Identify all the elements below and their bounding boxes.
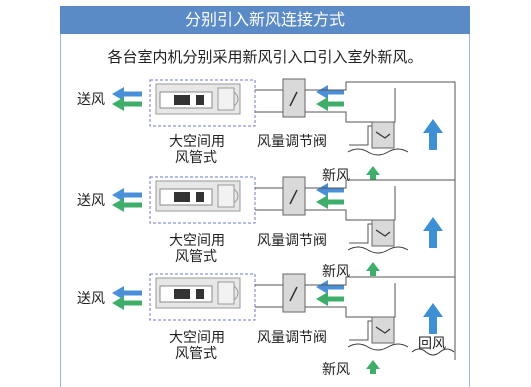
supply-air-label: 送风 bbox=[77, 291, 105, 307]
row-1: 送风 大空间用 风管式 风量调节阀 bbox=[77, 78, 456, 360]
supply-arrow-green bbox=[112, 97, 142, 111]
unit-name-line1: 大空间用 bbox=[169, 330, 225, 346]
fresh-air-arrow bbox=[366, 360, 380, 374]
fresh-air-label: 新风 bbox=[322, 168, 350, 184]
fresh-air-label: 新风 bbox=[322, 362, 350, 378]
unit-name-line2: 风管式 bbox=[175, 249, 217, 265]
indoor-unit-box bbox=[149, 79, 256, 127]
indoor-unit-box bbox=[149, 176, 256, 224]
row-3: 送风 大空间用 风管式 风量调节阀 bbox=[77, 273, 456, 378]
fresh-air-damper-icon bbox=[371, 316, 395, 344]
fresh-air-arrow bbox=[366, 262, 380, 276]
return-arrow-blue bbox=[316, 85, 344, 99]
unit-name-line2: 风管式 bbox=[175, 346, 217, 362]
unit-name-line1: 大空间用 bbox=[169, 134, 225, 150]
row-2: 送风 大空间用 风管式 风量调节阀 bbox=[77, 176, 455, 280]
damper-icon bbox=[282, 273, 306, 313]
unit-name-line2: 风管式 bbox=[175, 150, 217, 166]
page-title: 分别引入新风连接方式 bbox=[184, 10, 345, 29]
supply-air-label: 送风 bbox=[77, 92, 105, 108]
damper-icon bbox=[282, 78, 306, 118]
unit-name-line1: 大空间用 bbox=[169, 233, 225, 249]
fresh-air-damper-icon bbox=[371, 121, 395, 149]
fresh-air-duct bbox=[349, 125, 372, 146]
fresh-air-inlet bbox=[347, 148, 409, 156]
indoor-unit-icon bbox=[155, 83, 241, 115]
supply-arrow-blue bbox=[112, 87, 142, 101]
fresh-air-duct bbox=[349, 320, 372, 341]
return-duct bbox=[305, 179, 455, 189]
return-duct bbox=[305, 276, 455, 286]
fresh-air-duct bbox=[349, 223, 372, 244]
supply-arrow-blue bbox=[112, 286, 142, 300]
return-arrow-green bbox=[316, 97, 344, 111]
return-arrow-blue bbox=[316, 183, 344, 197]
fresh-air-arrow bbox=[366, 166, 380, 180]
return-duct bbox=[305, 81, 456, 360]
damper-label: 风量调节阀 bbox=[257, 330, 327, 346]
return-arrow-blue bbox=[316, 280, 344, 294]
fresh-air-label: 新风 bbox=[322, 264, 350, 280]
supply-arrow-blue bbox=[112, 188, 142, 202]
return-arrow-green bbox=[316, 195, 344, 209]
frame-left-border bbox=[60, 34, 61, 387]
supply-air-label: 送风 bbox=[77, 193, 105, 209]
return-air-label: 回风 bbox=[418, 336, 446, 352]
fresh-air-inlet bbox=[347, 343, 409, 351]
up-arrow bbox=[423, 119, 443, 150]
title-bar: 分别引入新风连接方式 bbox=[60, 6, 470, 34]
damper-label: 风量调节阀 bbox=[257, 233, 327, 249]
up-arrow bbox=[423, 217, 443, 248]
damper-label: 风量调节阀 bbox=[257, 134, 327, 150]
return-air-inlet bbox=[411, 348, 455, 356]
fresh-air-inlet bbox=[347, 246, 409, 254]
return-arrow-green bbox=[316, 292, 344, 306]
damper-icon bbox=[282, 176, 306, 216]
page-subtitle: 各台室内机分别采用新风引入口引入室外新风。 bbox=[107, 48, 423, 66]
frame-right-border bbox=[469, 34, 470, 387]
indoor-unit-icon bbox=[155, 180, 241, 212]
up-arrow bbox=[423, 303, 443, 334]
supply-arrow-green bbox=[112, 198, 142, 212]
indoor-unit-box bbox=[149, 273, 256, 321]
supply-arrow-green bbox=[112, 296, 142, 310]
indoor-unit-icon bbox=[155, 277, 241, 309]
fresh-air-damper-icon bbox=[371, 219, 395, 247]
